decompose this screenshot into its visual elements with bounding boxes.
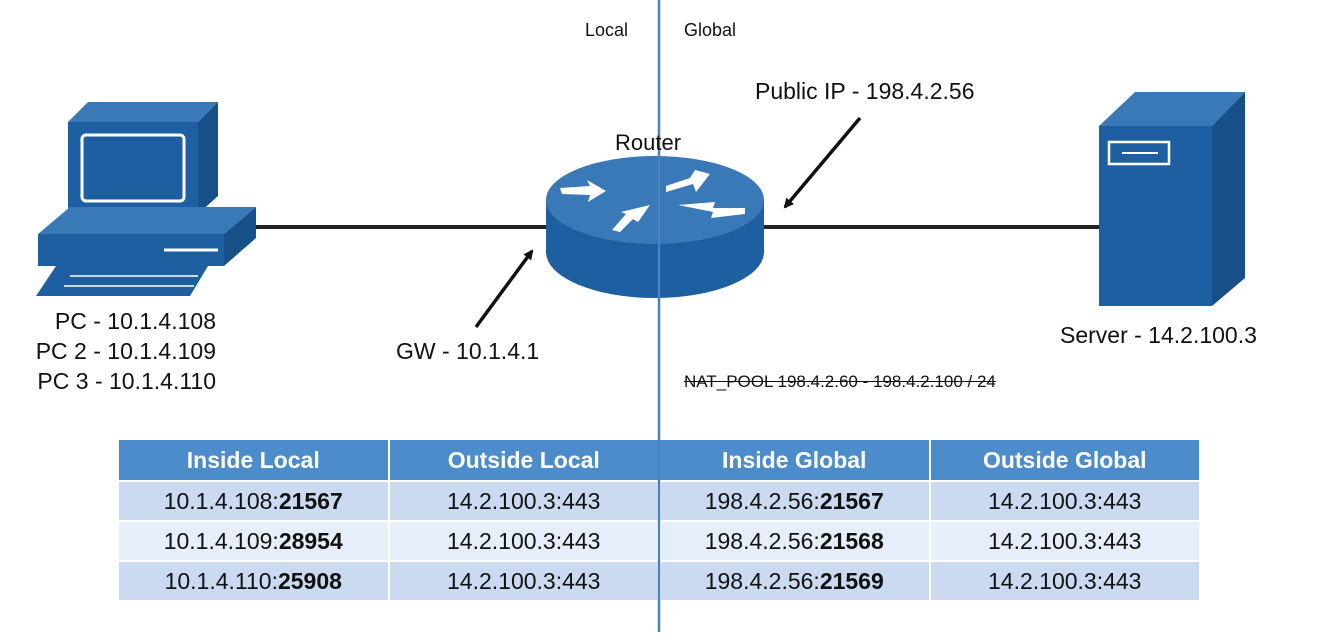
nat-pool-label: NAT_POOL 198.4.2.60 - 198.4.2.100 / 24 bbox=[684, 372, 996, 391]
outside-global-cell: 14.2.100.3:443 bbox=[930, 522, 1199, 560]
gateway-arrow bbox=[474, 249, 534, 329]
public-ip-arrow bbox=[783, 116, 862, 209]
local-zone-label: Local bbox=[585, 20, 629, 40]
outside-local-header: Outside Local bbox=[389, 440, 658, 480]
outside-local-cell: 14.2.100.3:443 bbox=[389, 522, 658, 560]
inside-local-cell: 10.1.4.108:21567 bbox=[119, 482, 388, 520]
table-row: 10.1.4.109:28954 14.2.100.3:443 198.4.2.… bbox=[119, 522, 1199, 560]
outside-local-cell: 14.2.100.3:443 bbox=[389, 482, 658, 520]
inside-local-header: Inside Local bbox=[119, 440, 388, 480]
inside-global-header: Inside Global bbox=[660, 440, 929, 480]
pc-address: PC - 10.1.4.108 bbox=[54, 308, 216, 334]
inside-global-cell: 198.4.2.56:21567 bbox=[660, 482, 929, 520]
inside-global-cell: 198.4.2.56:21569 bbox=[660, 562, 929, 600]
router-label: Router bbox=[615, 130, 682, 155]
pc-address: PC 2 - 10.1.4.109 bbox=[35, 338, 216, 364]
table-header-row: Inside Local Outside Local Inside Global… bbox=[119, 440, 1199, 480]
gateway-label: GW - 10.1.4.1 bbox=[396, 338, 540, 364]
pc-address-list: PC - 10.1.4.108 PC 2 - 10.1.4.109 PC 3 -… bbox=[6, 306, 216, 396]
inside-local-cell: 10.1.4.110:25908 bbox=[119, 562, 388, 600]
table-row: 10.1.4.110:25908 14.2.100.3:443 198.4.2.… bbox=[119, 562, 1199, 600]
server-icon bbox=[1099, 92, 1245, 306]
global-zone-label: Global bbox=[684, 20, 737, 40]
outside-global-cell: 14.2.100.3:443 bbox=[930, 482, 1199, 520]
outside-local-cell: 14.2.100.3:443 bbox=[389, 562, 658, 600]
table-row: 10.1.4.108:21567 14.2.100.3:443 198.4.2.… bbox=[119, 482, 1199, 520]
router-icon bbox=[546, 156, 764, 298]
pc-address: PC 3 - 10.1.4.110 bbox=[37, 368, 216, 394]
public-ip-label: Public IP - 198.4.2.56 bbox=[755, 78, 975, 104]
inside-global-cell: 198.4.2.56:21568 bbox=[660, 522, 929, 560]
server-label: Server - 14.2.100.3 bbox=[1060, 322, 1257, 348]
outside-global-cell: 14.2.100.3:443 bbox=[930, 562, 1199, 600]
inside-local-cell: 10.1.4.109:28954 bbox=[119, 522, 388, 560]
nat-translation-table: Inside Local Outside Local Inside Global… bbox=[117, 438, 1201, 602]
outside-global-header: Outside Global bbox=[930, 440, 1199, 480]
computer-icon bbox=[36, 102, 256, 296]
